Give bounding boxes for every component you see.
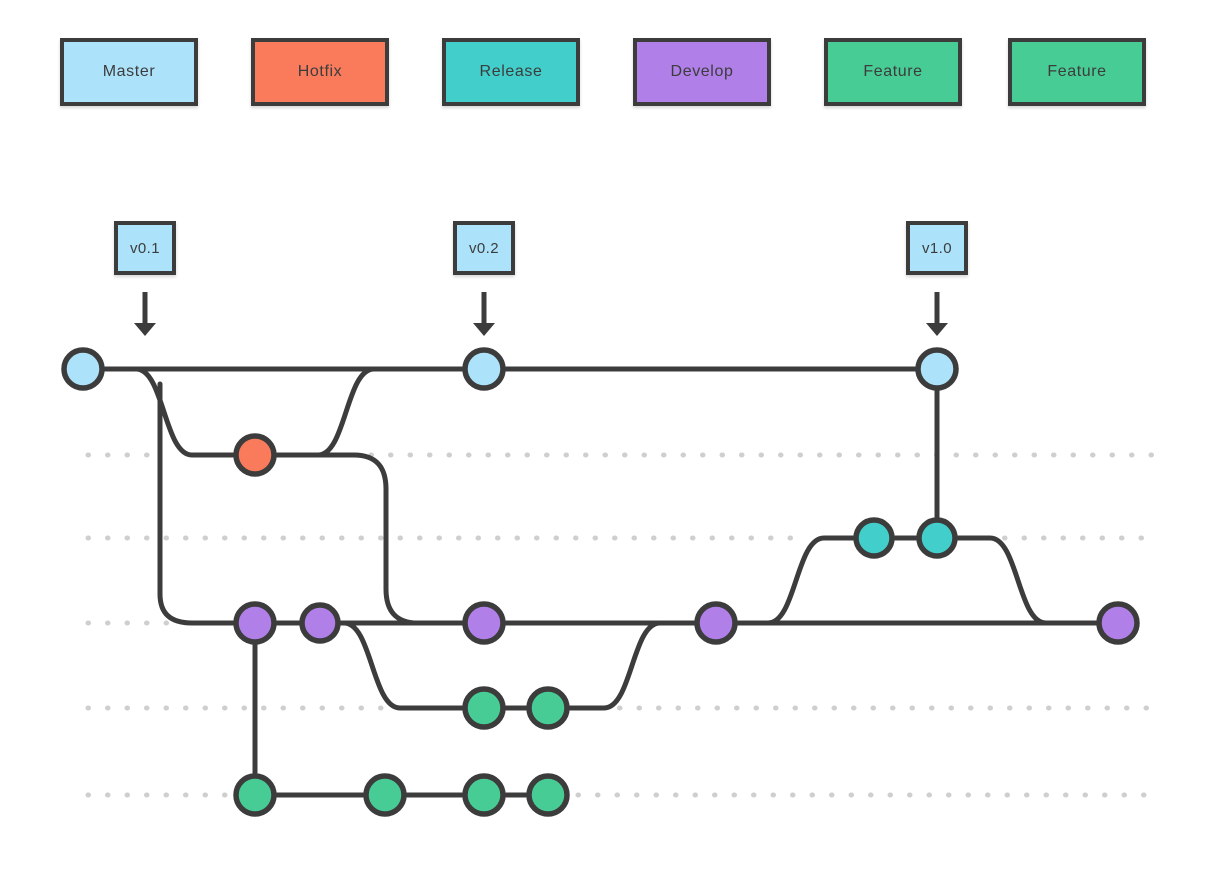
commit-node-d2[interactable] xyxy=(299,602,341,644)
commit-node-fa1[interactable] xyxy=(462,686,506,730)
legend-chip-label: Hotfix xyxy=(297,63,343,80)
commit-node-d3[interactable] xyxy=(462,601,506,645)
edge-develop-to-release xyxy=(735,535,856,626)
legend-chip-label: Feature xyxy=(1047,63,1107,80)
edge-featureA-to-develop xyxy=(567,620,697,711)
version-tag-label: v0.2 xyxy=(469,239,499,257)
version-tag-label: v1.0 xyxy=(922,239,952,257)
edge-release-to-develop xyxy=(955,535,1099,626)
tag-arrow-v0-2 xyxy=(473,292,495,336)
branch-legend: Master Hotfix Release Develop Feature Feature xyxy=(0,38,1206,110)
arrow-head xyxy=(134,323,156,336)
legend-chip-master-0: Master xyxy=(60,38,198,106)
commit-node-m2[interactable] xyxy=(462,347,506,391)
arrow-head xyxy=(473,323,495,336)
edge-master-to-hotfix xyxy=(133,366,236,458)
commit-node-fb3[interactable] xyxy=(462,773,506,817)
legend-chip-label: Master xyxy=(102,63,156,80)
legend-chip-hotfix-1: Hotfix xyxy=(251,38,389,106)
version-tag-v0-2: v0.2 xyxy=(453,221,515,275)
arrow-head xyxy=(926,323,948,336)
commit-nodes xyxy=(61,347,1140,817)
version-tag-label: v0.1 xyxy=(130,239,160,257)
commit-node-h1[interactable] xyxy=(233,433,277,477)
tag-arrows xyxy=(134,292,948,336)
legend-chip-feature-4: Feature xyxy=(824,38,962,106)
commit-node-d1[interactable] xyxy=(233,601,277,645)
commit-node-fb1[interactable] xyxy=(233,773,277,817)
version-tag-v0-1: v0.1 xyxy=(114,221,176,275)
legend-chip-label: Release xyxy=(479,63,543,80)
edge-develop-to-featureA xyxy=(341,620,465,711)
commit-edges xyxy=(102,366,1099,798)
commit-node-r2[interactable] xyxy=(916,517,958,559)
tag-arrow-v0-1 xyxy=(134,292,156,336)
version-tag-v1-0: v1.0 xyxy=(906,221,968,275)
edge-master-to-develop xyxy=(157,381,236,626)
edge-hotfix-to-master xyxy=(274,366,465,458)
commit-node-m1[interactable] xyxy=(61,347,105,391)
legend-chip-release-2: Release xyxy=(442,38,580,106)
legend-chip-feature-5: Feature xyxy=(1008,38,1146,106)
commit-node-fb2[interactable] xyxy=(363,773,407,817)
legend-chip-label: Develop xyxy=(670,63,734,80)
legend-chip-develop-3: Develop xyxy=(633,38,771,106)
commit-node-r1[interactable] xyxy=(853,517,895,559)
commit-node-d4[interactable] xyxy=(694,601,738,645)
commit-node-fa2[interactable] xyxy=(526,686,570,730)
legend-chip-label: Feature xyxy=(863,63,923,80)
commit-node-m3[interactable] xyxy=(915,347,959,391)
commit-node-fb4[interactable] xyxy=(526,773,570,817)
commit-node-d5[interactable] xyxy=(1096,601,1140,645)
tag-arrow-v1-0 xyxy=(926,292,948,336)
